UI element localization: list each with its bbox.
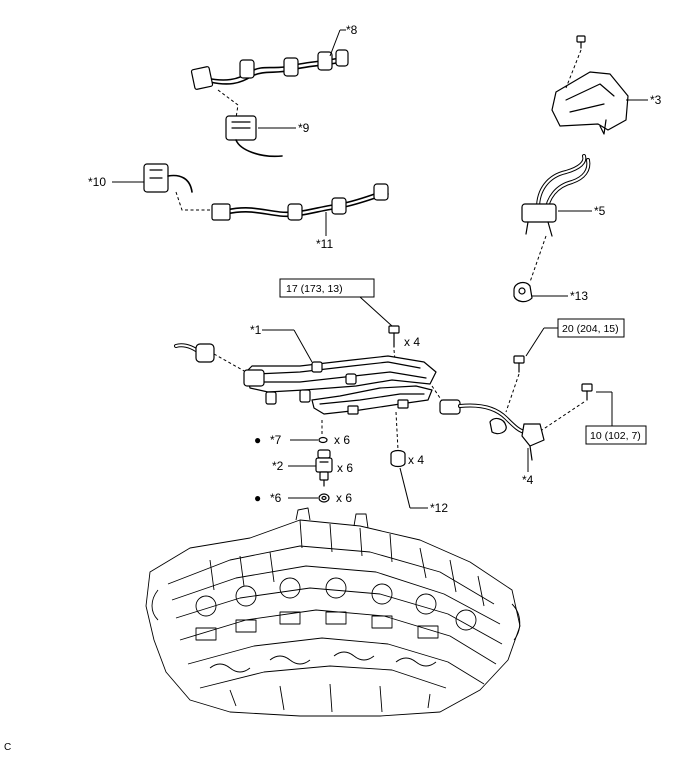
torque-box-rail: 17 (173, 13) <box>279 278 375 298</box>
svg-text:10 (102, 7): 10 (102, 7) <box>590 430 641 442</box>
fuel-delivery-pipe-lower <box>311 385 433 415</box>
label-part-2: *2 <box>272 459 284 473</box>
label-part-1: *1 <box>250 323 262 337</box>
fuel-injector-2 <box>315 449 333 487</box>
label-part-4: *4 <box>522 473 534 487</box>
label-part-12: *12 <box>430 501 448 515</box>
label-part-6: *6 <box>270 491 282 505</box>
marker-7: ● <box>254 433 261 447</box>
svg-text:17 (173, 13): 17 (173, 13) <box>286 283 343 295</box>
label-part-11: *11 <box>316 237 333 251</box>
label-part-5: *5 <box>594 204 606 218</box>
torque-box-pipe: 20 (204, 15) <box>557 318 625 338</box>
qty-o-ring: x 6 <box>334 433 350 447</box>
label-part-3: *3 <box>650 93 662 107</box>
qty-spacer: x 4 <box>408 453 424 467</box>
label-part-7: *7 <box>270 433 282 447</box>
label-part-10: *10 <box>88 175 106 189</box>
insulator <box>318 493 330 503</box>
clip-13 <box>513 281 533 303</box>
engine-block <box>145 507 521 717</box>
connector-10 <box>143 163 193 193</box>
label-part-9: *9 <box>298 121 310 135</box>
qty-injector: x 6 <box>337 461 353 475</box>
pipe-bolt <box>513 355 525 373</box>
rail-bolt <box>388 325 400 348</box>
fuel-pipe-5 <box>521 154 591 237</box>
fuel-delivery-pipe-1 <box>174 343 437 405</box>
clamp-bolt <box>581 383 593 401</box>
figure-corner-letter: C <box>4 742 11 753</box>
leader-8 <box>329 29 341 57</box>
fuel-pipe-4 <box>439 399 545 461</box>
connector-9 <box>225 115 283 158</box>
o-ring <box>318 436 328 444</box>
marker-6: ● <box>254 491 261 505</box>
label-part-13: *13 <box>570 289 588 303</box>
spacer-12 <box>390 449 406 468</box>
torque-box-clamp: 10 (102, 7) <box>585 425 647 445</box>
cover-bolt <box>576 35 586 49</box>
label-part-8: *8 <box>346 23 358 37</box>
qty-insulator: x 6 <box>336 491 352 505</box>
qty-rail-bolt: x 4 <box>404 335 420 349</box>
injector-harness-upper <box>190 49 349 90</box>
cover-3 <box>551 71 629 135</box>
svg-text:20 (204, 15): 20 (204, 15) <box>562 323 619 335</box>
injector-harness-lower <box>211 183 389 221</box>
